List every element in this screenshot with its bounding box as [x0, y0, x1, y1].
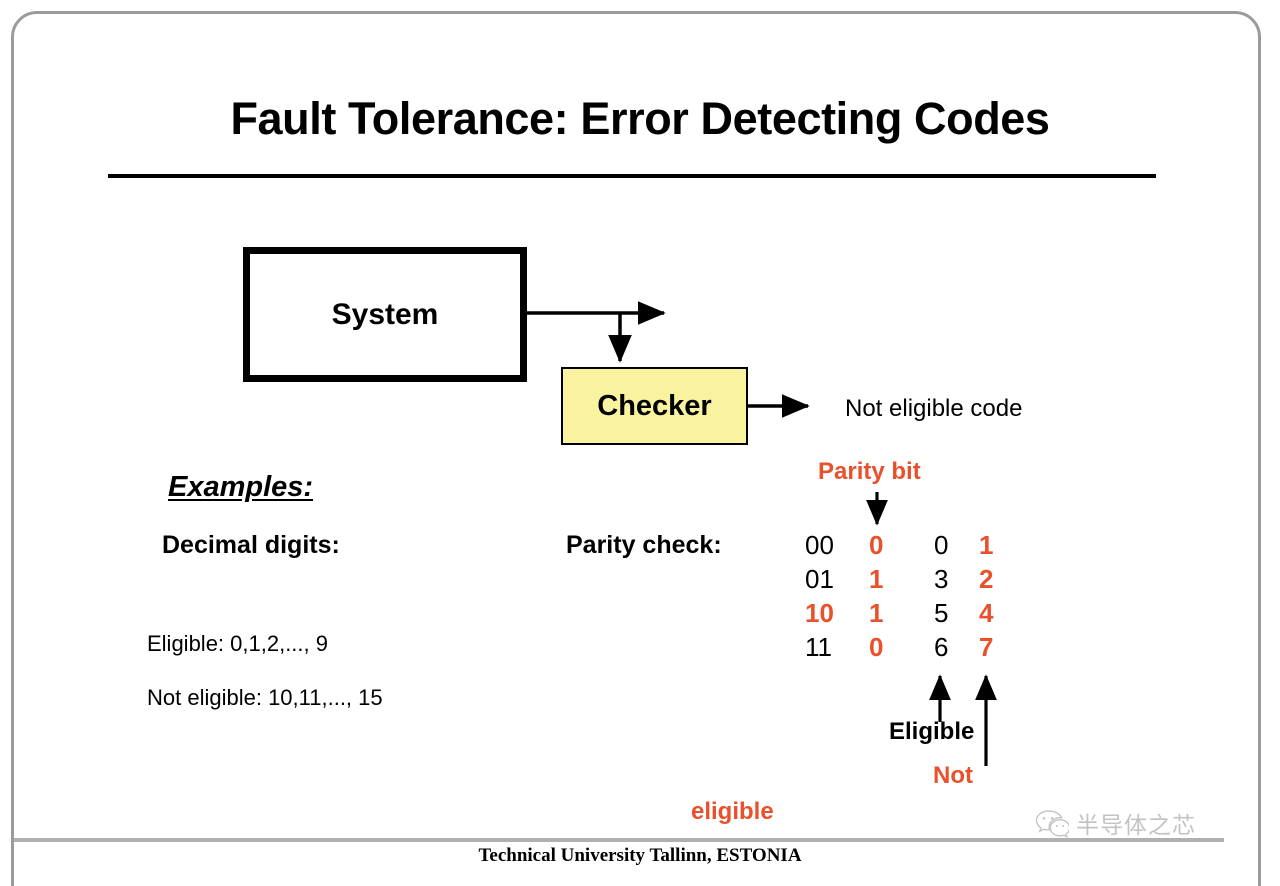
- parity-check-label: Parity check:: [566, 531, 722, 559]
- parity-cell-code: 01: [805, 564, 834, 594]
- examples-heading: Examples:: [168, 471, 314, 503]
- title-divider: [108, 174, 1156, 178]
- watermark: 半导体之芯: [1035, 806, 1196, 840]
- parity-cell-not-eligible: 1: [979, 530, 994, 560]
- parity-cell-code: 11: [805, 632, 832, 662]
- system-block: System: [243, 247, 527, 382]
- page-title: Fault Tolerance: Error Detecting Codes: [230, 93, 1050, 144]
- parity-cell-code: 00: [805, 530, 834, 560]
- parity-cell-parity: 1: [869, 564, 884, 594]
- eligible-values-text: Eligible: 0,1,2,..., 9: [147, 631, 328, 656]
- parity-cell-eligible: 0: [934, 530, 949, 560]
- parity-cell-eligible: 5: [934, 598, 949, 628]
- checker-output-label: Not eligible code: [845, 395, 1023, 422]
- parity-bit-label: Parity bit: [818, 458, 921, 485]
- watermark-text: 半导体之芯: [1076, 813, 1196, 839]
- parity-cell-not-eligible: 2: [979, 564, 994, 594]
- parity-cell-not-eligible: 4: [979, 598, 994, 628]
- checker-block: Checker: [561, 367, 748, 445]
- wechat-icon: [1035, 810, 1069, 838]
- not-eligible-column-note-line2: eligible: [691, 798, 774, 825]
- not-eligible-values-text: Not eligible: 10,11,..., 15: [147, 685, 383, 710]
- parity-cell-eligible: 3: [934, 564, 949, 594]
- parity-cell-parity: 0: [869, 632, 884, 662]
- parity-cell-code: 10: [805, 598, 834, 628]
- parity-cell-not-eligible: 7: [979, 632, 994, 662]
- footer-attribution: Technical University Tallinn, ESTONIA: [478, 845, 802, 866]
- decimal-digits-subheading: Decimal digits:: [162, 531, 340, 559]
- footer-divider: [14, 838, 1224, 842]
- parity-cell-parity: 1: [869, 598, 884, 628]
- checker-block-label: Checker: [597, 389, 712, 422]
- parity-cell-eligible: 6: [934, 632, 949, 662]
- system-block-label: System: [331, 297, 439, 331]
- not-eligible-column-note-line1: Not: [933, 762, 973, 789]
- eligible-column-note: Eligible: [889, 718, 975, 745]
- parity-cell-parity: 0: [869, 530, 884, 560]
